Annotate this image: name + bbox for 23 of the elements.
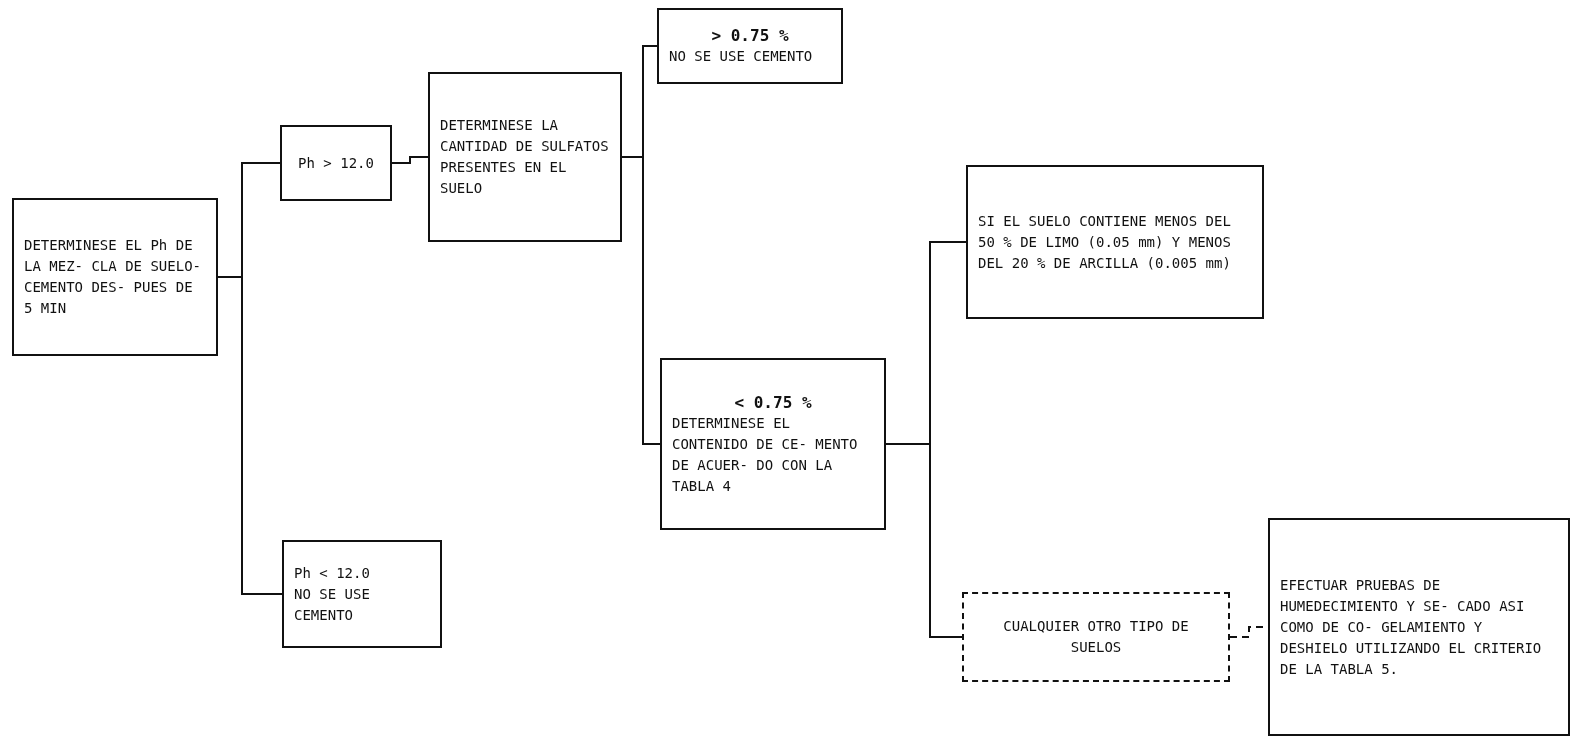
connector-line <box>621 156 661 445</box>
box-text: DETERMINESE EL CONTENIDO DE CE- MENTO DE ACUER- DO CON LA TABLA 4 <box>672 413 859 496</box>
box-text: NO SE USE CEMENTO <box>669 47 814 66</box>
process-box <box>966 165 1264 319</box>
box-text: SI EL SUELO CONTIENE MENOS DEL 50 % DE LIMO (0.05 mm) Y MENOS DEL 20 % DE ARCILLA (0.005 mm) <box>978 211 1232 273</box>
process-box <box>282 540 442 648</box>
process-box <box>280 125 392 201</box>
box-text: > 0.75 % <box>710 25 790 46</box>
process-box <box>1268 518 1570 736</box>
process-box <box>428 72 622 242</box>
process-box <box>12 198 218 356</box>
box-text: Ph > 12.0 <box>297 153 375 173</box>
connector-line <box>391 156 429 164</box>
box-text: CUALQUIER OTRO TIPO DE SUELOS <box>1002 617 1190 657</box>
box-text: Ph < 12.0 <box>294 563 371 583</box>
process-box <box>962 592 1230 682</box>
box-text: NO SE USE CEMENTO <box>294 584 371 625</box>
process-box <box>657 8 843 84</box>
box-text: DETERMINESE LA CANTIDAD DE SULFATOS PRESENTES EN EL SUELO <box>440 116 610 198</box>
process-box <box>660 358 886 530</box>
box-text: DETERMINESE EL Ph DE LA MEZ- CLA DE SUELO- CEMENTO DES- PUES DE 5 MIN <box>24 236 202 318</box>
box-text: < 0.75 % <box>733 391 813 413</box>
box-text: EFECTUAR PRUEBAS DE HUMEDECIMIENTO Y SE- CADO ASI COMO DE CO- GELAMIENTO Y DESHIELO UTILIZANDO EL CRITERIO DE LA TABLA 5. <box>1280 575 1543 679</box>
